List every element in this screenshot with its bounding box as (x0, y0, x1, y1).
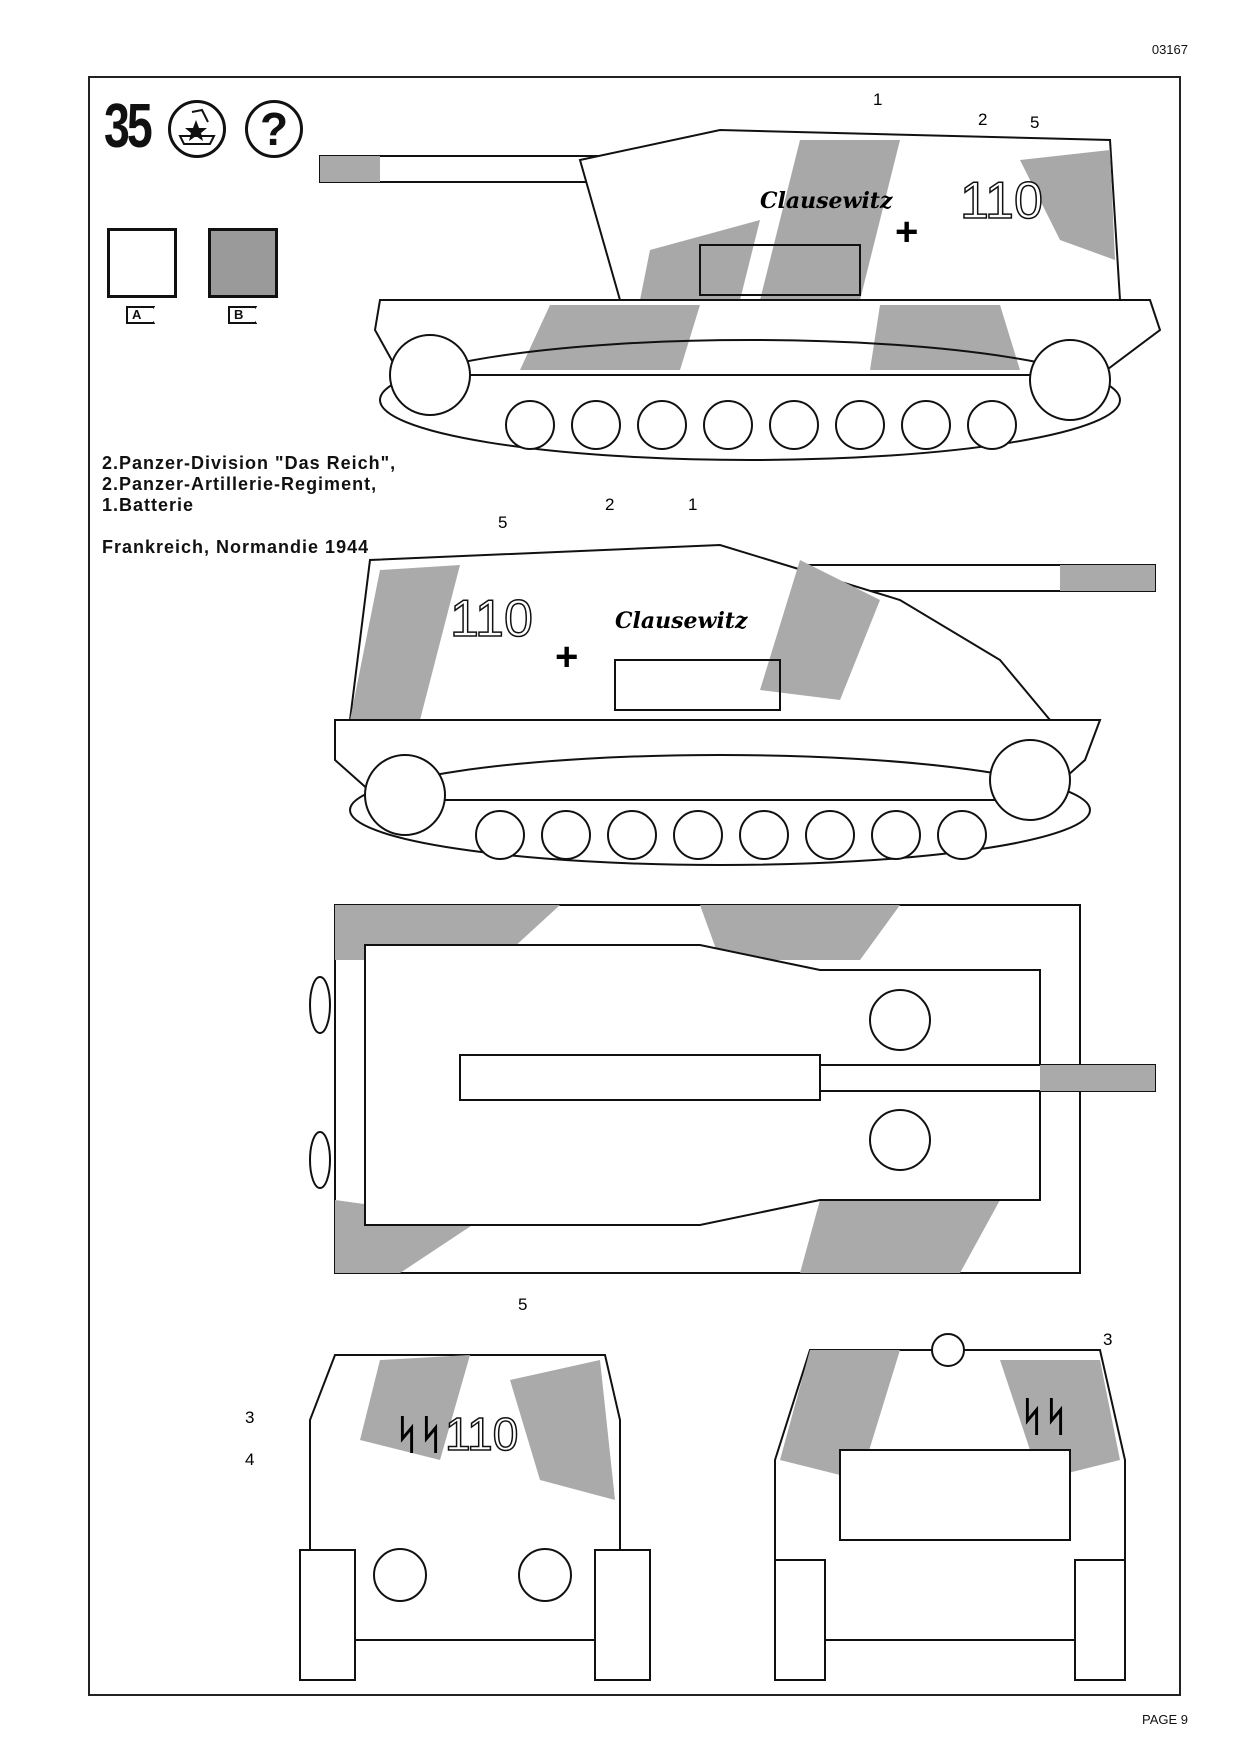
rear-view (774, 1333, 1126, 1681)
question-icon: ? (245, 100, 303, 158)
color-swatch-a (107, 228, 177, 298)
svg-text:1: 1 (688, 495, 697, 514)
paint-icon (168, 100, 226, 158)
callouts-rear: 3 (1103, 1330, 1112, 1349)
front-view (299, 1354, 651, 1681)
svg-text:2: 2 (605, 495, 614, 514)
unit-line: 2.Panzer-Artillerie-Regiment, (102, 474, 378, 494)
svg-text:4: 4 (245, 1450, 254, 1469)
side-view-left (319, 128, 1162, 461)
unit-line: 2.Panzer-Division "Das Reich", (102, 453, 397, 473)
svg-text:5: 5 (518, 1295, 527, 1314)
runes-rear: ᛋᛋ (1020, 1395, 1068, 1439)
color-swatch-b (208, 228, 278, 298)
svg-text:1: 1 (873, 90, 882, 109)
document-code: 03167 (1151, 42, 1188, 57)
callouts-front: 5 3 4 (245, 1295, 527, 1469)
unit-info: 2.Panzer-Division "Das Reich", 2.Panzer-… (102, 453, 396, 558)
svg-text:5: 5 (498, 513, 507, 532)
svg-text:3: 3 (1103, 1330, 1112, 1349)
side-view-right (334, 543, 1156, 866)
step-number: 35 (104, 92, 153, 161)
unit-location: Frankreich, Normandie 1944 (102, 537, 370, 557)
callouts-side-left: 1 2 5 (873, 90, 1039, 132)
vehicle-name: Clausewitz (760, 188, 893, 214)
instruction-frame (88, 76, 1181, 1696)
balkenkreuz: + (895, 210, 918, 254)
svg-text:3: 3 (245, 1408, 254, 1427)
turret-number-right: 110 (450, 590, 533, 648)
top-view (309, 904, 1156, 1274)
page-number: PAGE 9 (1141, 1712, 1188, 1727)
callouts-side-right: 5 2 1 (498, 495, 697, 532)
runes-front: ᛋᛋ (395, 1413, 443, 1457)
turret-number-front: 110 (445, 1408, 518, 1460)
svg-text:5: 5 (1030, 113, 1039, 132)
unit-line: 1.Batterie (102, 495, 195, 515)
vehicle-name-right: Clausewitz (615, 608, 748, 634)
balkenkreuz-right: + (555, 635, 578, 679)
turret-number: 110 (960, 172, 1043, 230)
svg-text:2: 2 (978, 110, 987, 129)
